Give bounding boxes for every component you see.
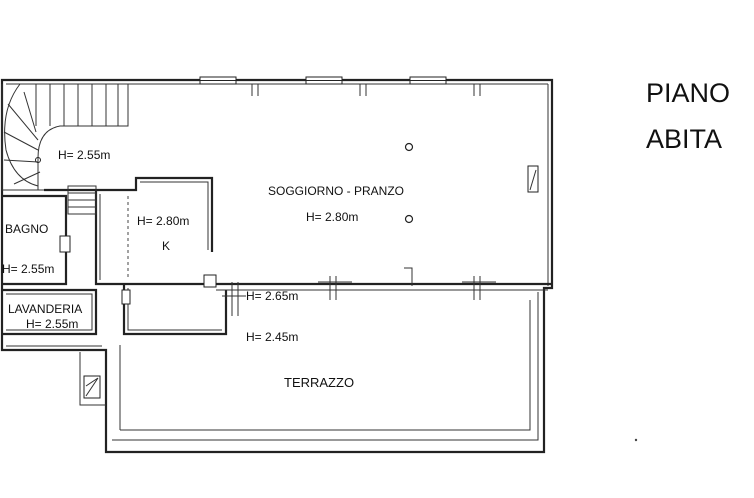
kitchen-height-label: H= 2.80m — [137, 214, 189, 228]
terrace-edge-height-label: H= 2.45m — [246, 330, 298, 344]
laundry-label: LAVANDERIA — [8, 302, 82, 316]
corridor-height-label: H= 2.65m — [246, 289, 298, 303]
floor-title-line-1: PIANO — [646, 78, 730, 108]
living-room-label: SOGGIORNO - PRANZO — [268, 184, 404, 198]
columns — [404, 142, 414, 224]
laundry-height-label: H= 2.55m — [26, 317, 78, 331]
floor-title-line-2: ABITA — [646, 124, 722, 154]
terrace-label: TERRAZZO — [284, 375, 354, 390]
outer-walls — [0, 78, 554, 454]
kitchen-label: K — [162, 239, 170, 253]
bath-label: BAGNO — [5, 222, 48, 236]
interior-walls — [2, 165, 552, 399]
scan-speck — [634, 438, 638, 442]
top-windows — [199, 76, 481, 96]
living-room-height-label: H= 2.80m — [306, 210, 358, 224]
stair-hall-height-label: H= 2.55m — [58, 148, 110, 162]
spiral-staircase — [1, 83, 129, 191]
bath-height-label: H= 2.55m — [2, 262, 54, 276]
